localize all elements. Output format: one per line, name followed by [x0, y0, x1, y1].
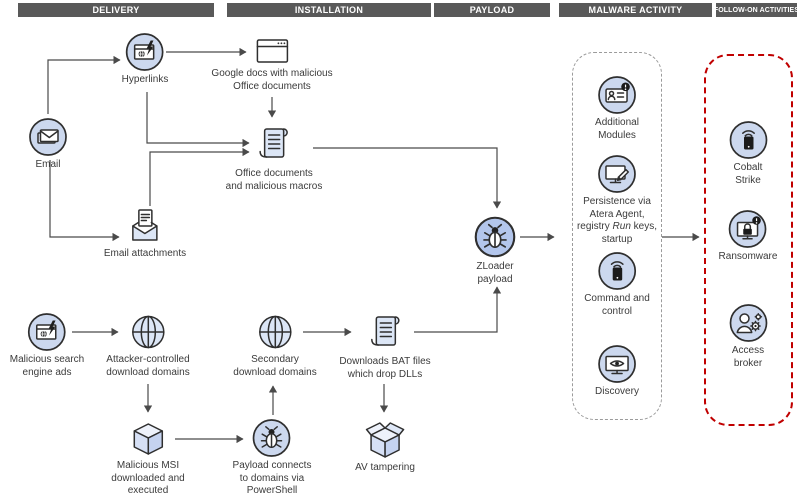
google-docs-label: Google docs with malicious Office docume…: [211, 68, 333, 92]
node-secondary-domains: Secondary download domains: [233, 312, 317, 379]
header-payload: PAYLOAD: [434, 3, 550, 17]
node-persistence: Persistence via Atera Agent, registry Ru…: [577, 154, 657, 246]
bug-icon: [253, 419, 291, 457]
email-attachments-label: Email attachments: [103, 248, 187, 259]
email-attachment-icon: [132, 209, 158, 241]
av-tampering-label: AV tampering: [355, 462, 415, 473]
malicious-ads-icon: [28, 313, 66, 351]
macro-scroll-icon: [259, 128, 289, 158]
node-office-docs: Office documents and malicious macros: [225, 123, 323, 193]
arrow-office-docs-to-zloader: [313, 147, 502, 209]
node-google-docs: Google docs with malicious Office docume…: [211, 37, 333, 93]
ransomware-label: Ransomware: [718, 251, 778, 262]
command-control-label: Command and control: [584, 293, 650, 317]
arrow-email-to-hyperlinks: [47, 55, 121, 114]
header-follow-on-activities: FOLLOW-ON ACTIVITIES: [714, 3, 799, 17]
node-hyperlinks: Hyperlinks: [121, 32, 169, 87]
node-payload-powershell: Payload connects to domains via PowerShe…: [232, 418, 312, 498]
cobalt-strike-icon: [729, 121, 767, 159]
ransomware-icon: [729, 210, 767, 248]
persistence-label: Persistence via Atera Agent, registry Ru…: [576, 196, 658, 245]
node-email-attachments: Email attachments: [104, 206, 186, 261]
node-av-tampering: AV tampering: [355, 420, 415, 475]
node-zloader: ZLoader payload: [473, 215, 517, 286]
payload-powershell-label: Payload connects to domains via PowerShe…: [232, 460, 312, 497]
attacker-domains-label: Attacker-controlled download domains: [106, 354, 190, 378]
node-discovery: Discovery: [595, 344, 639, 399]
malicious-msi-label: Malicious MSI downloaded and executed: [111, 460, 185, 497]
node-command-control: Command and control: [584, 251, 650, 318]
zloader-label: ZLoader payload: [476, 261, 514, 285]
header-malware-activity: MALWARE ACTIVITY: [559, 3, 712, 17]
cobalt-strike-label: Cobalt Strike: [733, 162, 763, 186]
node-access-broker: Access broker: [723, 303, 774, 370]
hyperlinks-icon: [126, 33, 164, 71]
arrow-email-to-attachments: [49, 160, 120, 242]
node-malicious-msi: Malicious MSI downloaded and executed: [111, 420, 185, 498]
node-email: Email: [28, 117, 68, 172]
persistence-icon: [598, 155, 636, 193]
arrow-attachments-to-office-docs: [149, 147, 250, 206]
globe-icon: [258, 315, 292, 349]
msi-package-icon: [133, 423, 163, 455]
node-attacker-domains: Attacker-controlled download domains: [106, 312, 190, 379]
search-ads-label: Malicious search engine ads: [9, 354, 85, 378]
node-ransomware: Ransomware: [718, 209, 778, 264]
node-search-ads: Malicious search engine ads: [10, 312, 84, 379]
discovery-icon: [598, 345, 636, 383]
office-docs-label: Office documents and malicious macros: [225, 168, 323, 192]
bat-files-label: Downloads BAT files which drop DLLs: [339, 356, 431, 380]
node-cobalt-strike: Cobalt Strike: [723, 120, 774, 187]
secondary-domains-label: Secondary download domains: [233, 354, 317, 378]
arrow-hyperlinks-to-office-docs: [146, 92, 250, 148]
header-installation: INSTALLATION: [227, 3, 431, 17]
discovery-label: Discovery: [595, 386, 639, 397]
arrow-bat-to-zloader: [414, 286, 502, 333]
node-bat-files: Downloads BAT files which drop DLLs: [339, 311, 431, 381]
command-control-icon: [598, 252, 636, 290]
av-tampering-box-icon: [365, 422, 405, 458]
access-broker-label: Access broker: [731, 345, 765, 369]
additional-modules-label: Additional Modules: [595, 117, 639, 141]
globe-icon: [131, 315, 165, 349]
malware-activity-group-box: [572, 52, 662, 420]
bat-scroll-icon: [370, 316, 400, 346]
email-label: Email: [35, 159, 61, 170]
zloader-bug-icon: [474, 216, 516, 258]
access-broker-icon: [729, 304, 767, 342]
follow-on-activities-group-box: [704, 54, 793, 426]
email-icon: [29, 118, 67, 156]
header-delivery: DELIVERY: [18, 3, 214, 17]
browser-window-icon: [256, 39, 288, 63]
modules-icon: [598, 76, 636, 114]
hyperlinks-label: Hyperlinks: [121, 74, 169, 85]
node-additional-modules: Additional Modules: [595, 75, 639, 142]
